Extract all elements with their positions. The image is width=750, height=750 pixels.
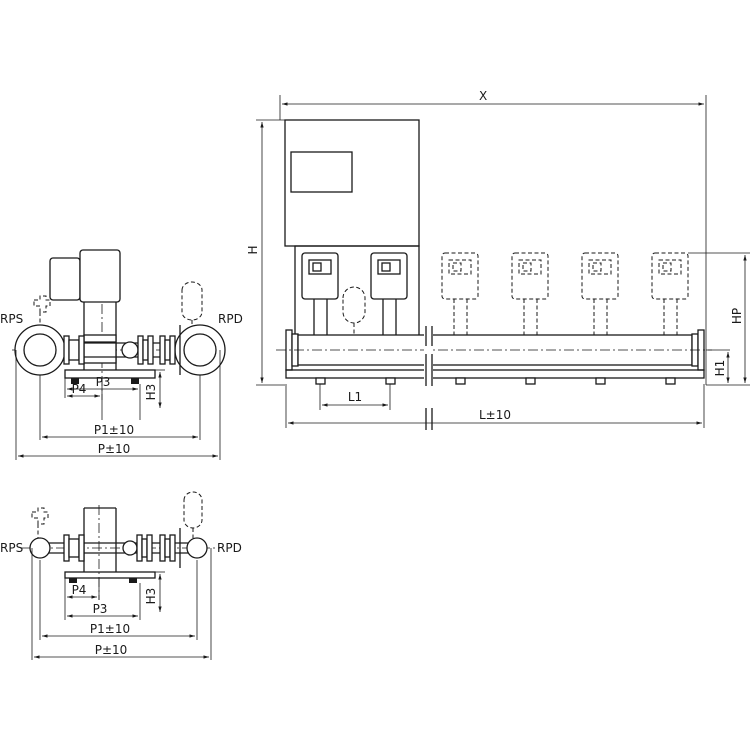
suction-manifold [14,324,66,376]
motor-terminal-box [49,257,81,301]
dim-label-p1: P1±10 [94,423,134,437]
label-rpd-small: RPD [217,541,242,555]
manifold-pipe [276,329,712,371]
side-view-small: RPS RPD P4 P3 H3 P1±10 P±10 [0,491,242,660]
optional-pump-4 [511,252,549,335]
label-rpd: RPD [218,312,243,326]
pump-1 [301,252,339,335]
dashed-vessel [181,281,203,321]
dim-label-h1: H1 [713,360,727,377]
cabinet-display [290,151,353,193]
foot [595,377,606,385]
discharge-manifold-small [186,537,208,559]
dashed-fitting [33,295,51,313]
optional-pump-3 [441,252,479,335]
dim-label-h: H [246,245,260,254]
foot [385,377,396,385]
base-frame [285,369,705,379]
dim-label-p3-small: P3 [93,602,108,616]
dim-label-p-small: P±10 [95,643,128,657]
break-marks [424,326,433,430]
foot [525,377,536,385]
optional-pump-5 [581,252,619,335]
dim-label-p: P±10 [98,442,131,456]
dim-label-p4-small: P4 [72,583,87,597]
dim-label-h3-small: H3 [144,588,158,605]
pressure-vessel-dashed [342,286,366,335]
dim-label-p3: P3 [96,375,111,389]
pump-2 [370,252,408,335]
optional-pump-6 [651,252,689,335]
dim-label-p1-small: P1±10 [90,622,130,636]
foot [665,377,676,385]
foot [455,377,466,385]
dim-label-hp: HP [730,308,744,324]
dim-label-l1: L1 [348,390,362,404]
side-view-large: RPS RPD P4 P3 H3 P1±10 P±10 [0,249,243,460]
dim-label-x: X [479,89,487,103]
foot [315,377,326,385]
label-rps-small: RPS [0,541,23,555]
motor [79,249,121,303]
front-view: X H HP H1 L1 L±10 [246,89,750,430]
discharge-manifold [174,324,226,376]
label-rps: RPS [0,312,23,326]
dim-label-l: L±10 [479,408,511,422]
suction-manifold-small [29,537,51,559]
dim-label-h3: H3 [144,384,158,401]
